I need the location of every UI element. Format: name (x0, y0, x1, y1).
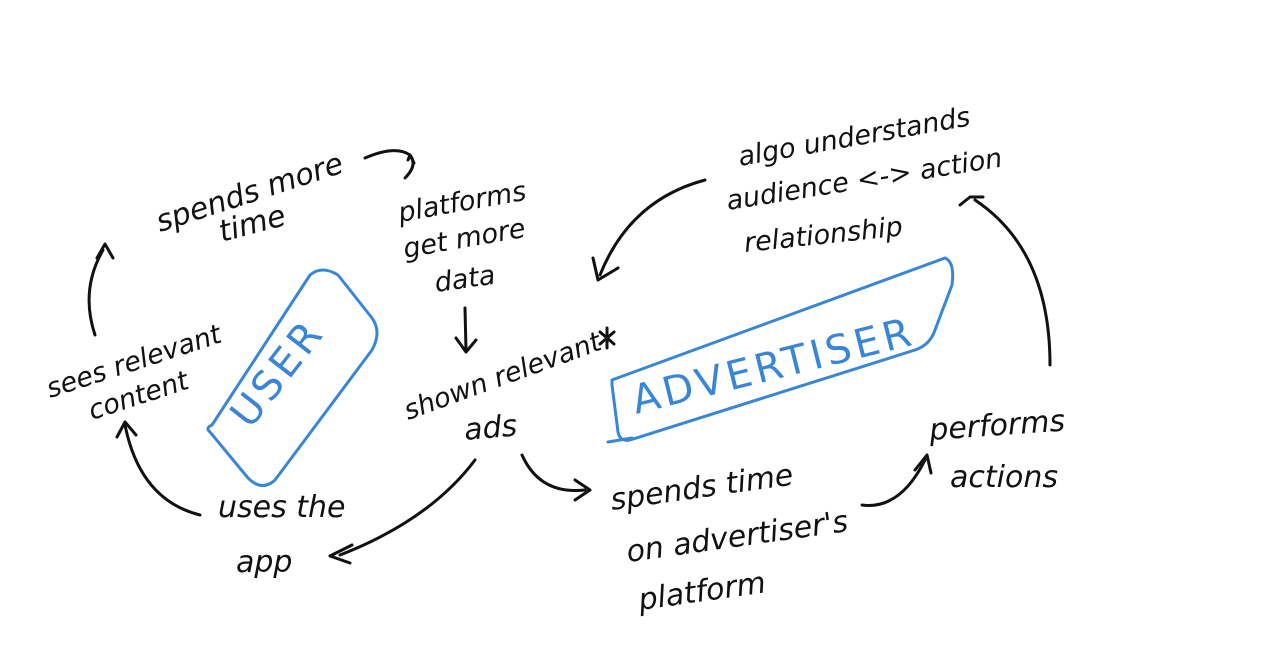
arrowhead-algo-to-ads (591, 256, 620, 282)
arrow-app-to-content (123, 423, 202, 517)
arrow-platform-to-actions (860, 458, 927, 507)
arrow-ads-to-advertiser-platform (520, 453, 587, 493)
label-spends-time-adv-1: spends time (608, 458, 795, 518)
arrowhead-actions-to-algo (958, 195, 985, 207)
arrow-ads-to-app (338, 458, 477, 557)
advertiser-box-label: ADVERTISER (627, 309, 919, 424)
user-box-outline (206, 268, 379, 487)
arrowhead-platforms-to-ads (454, 336, 478, 354)
label-shown-relevant-2: ads (463, 408, 519, 447)
arrow-content-to-spends (87, 248, 105, 337)
label-performs-2: actions (950, 460, 1058, 495)
arrowhead-content-to-spends (95, 242, 115, 260)
arrow-platforms-to-ads (463, 306, 468, 352)
arrow-spends-to-platforms (363, 149, 415, 180)
user-box-label: USER (222, 310, 334, 436)
asterisk-mark (598, 326, 616, 350)
user-box: USER (206, 268, 379, 487)
advertiser-box: ADVERTISER (606, 256, 955, 444)
arrowhead-spends-to-platforms (406, 153, 416, 165)
arrow-algo-to-ads (598, 178, 707, 277)
label-spends-time-adv-3: platform (635, 565, 768, 618)
arrowhead-ads-to-advertiser-platform (573, 478, 592, 502)
label-uses-the-app-1: uses the (218, 490, 346, 525)
arrows (87, 149, 1052, 565)
label-platforms-3: data (433, 260, 498, 299)
advertiser-box-outline (610, 256, 955, 442)
label-performs-1: performs (927, 404, 1066, 448)
label-spends-time-adv-2: on advertiser's (624, 504, 850, 570)
label-uses-the-app-2: app (236, 545, 292, 580)
arrow-actions-to-algo (973, 198, 1052, 367)
advertiser-box-underline (606, 436, 634, 444)
arrowhead-platform-to-actions (913, 453, 933, 475)
label-algo-3: relationship (742, 211, 904, 258)
arrowhead-ads-to-app (328, 543, 354, 565)
arrowhead-app-to-content (115, 420, 138, 439)
